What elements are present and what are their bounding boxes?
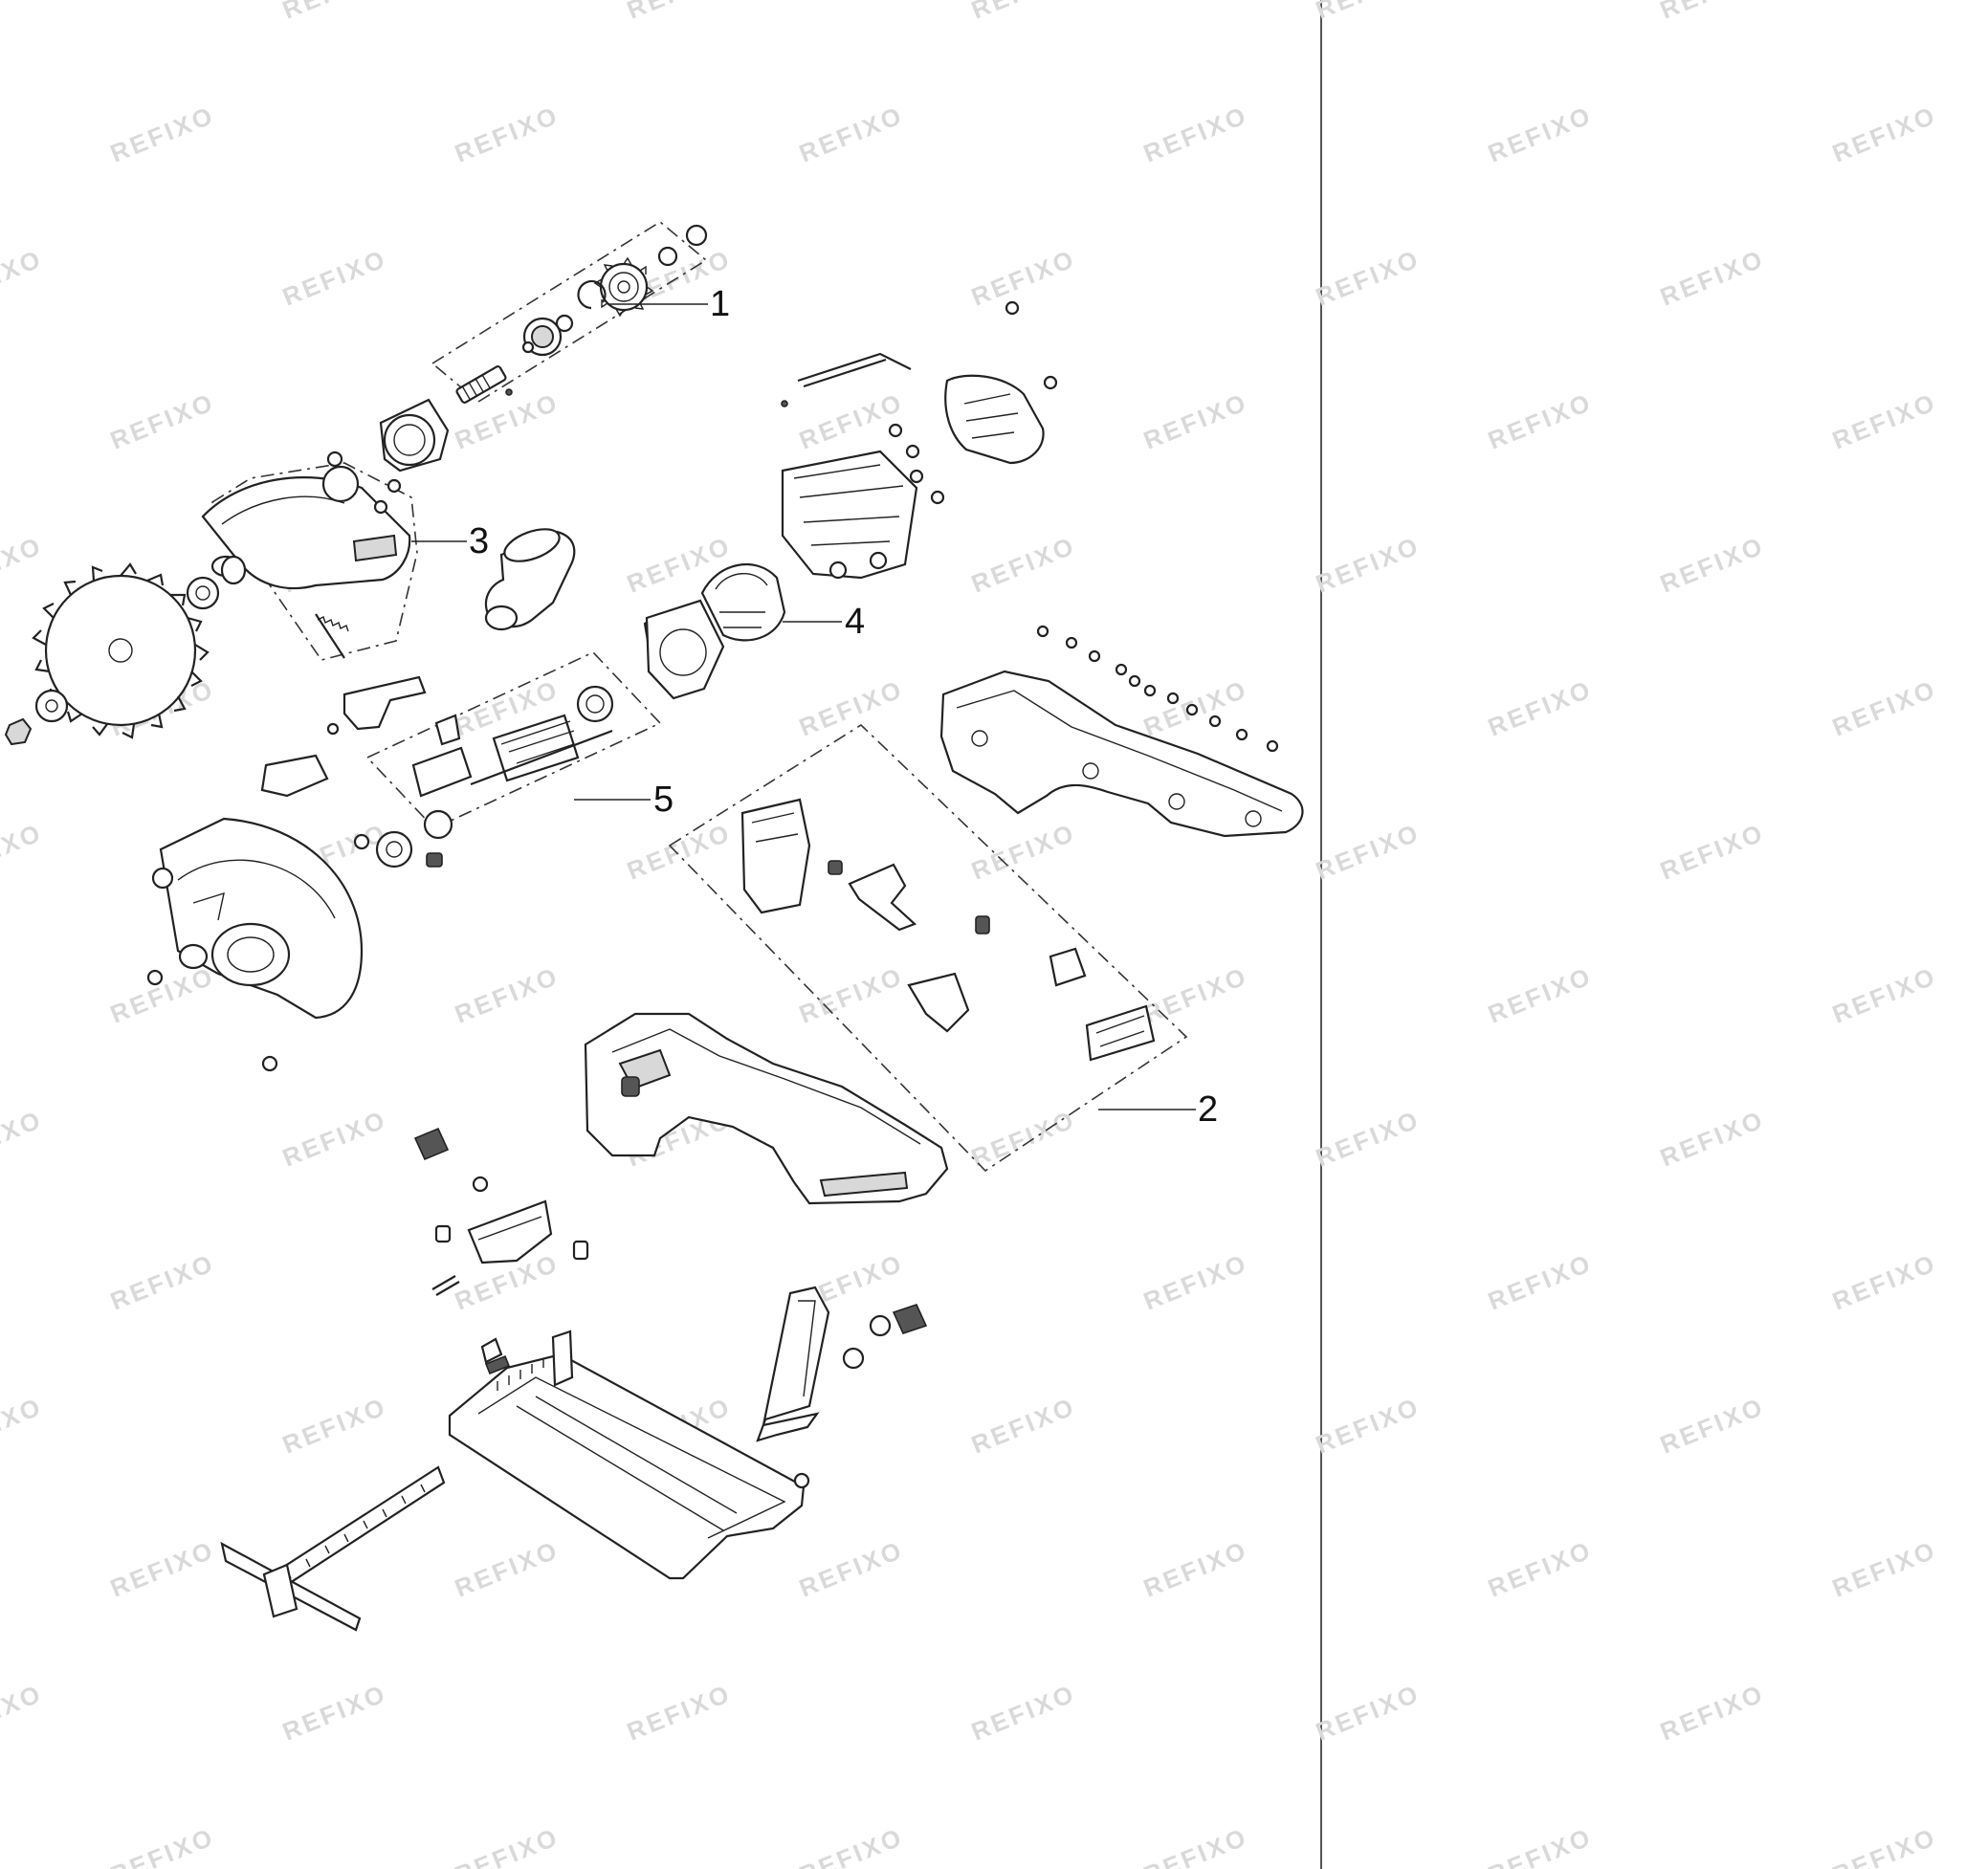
callout-2: 2 [1198,1089,1218,1130]
bevel-adjust-parts [413,1127,589,1296]
blade-flange-washer [186,555,247,610]
motor-cap-screws [888,300,1058,505]
spindle-housing [379,398,450,473]
rip-fence [220,1465,446,1632]
callout-3: 3 [469,521,489,561]
saw-blade [32,562,210,739]
callout-4: 4 [845,602,865,642]
motor-end-cap [944,374,1045,465]
depth-bracket [756,1286,928,1489]
drawing-sheet [1320,0,1322,1869]
callout-5: 5 [653,780,674,820]
callout-1: 1 [710,284,730,324]
motor-front-plate [645,599,725,700]
base-plate [448,1330,806,1580]
handle-housing [584,1012,949,1205]
blade-bolt-washer [4,689,69,746]
fan-impeller [411,746,473,840]
dust-port [484,528,576,631]
guard-bushing-screws [146,943,278,1072]
lower-blade-guard [151,817,364,1020]
motor-housing-half [939,670,1304,838]
rotor-assembly [353,651,662,869]
spindle-gear-assembly [379,221,708,473]
lower-guard-lever [260,675,461,798]
housing-screws [1036,625,1279,753]
switch-electronics-assembly [668,723,1188,1173]
motor-housing [781,450,918,580]
